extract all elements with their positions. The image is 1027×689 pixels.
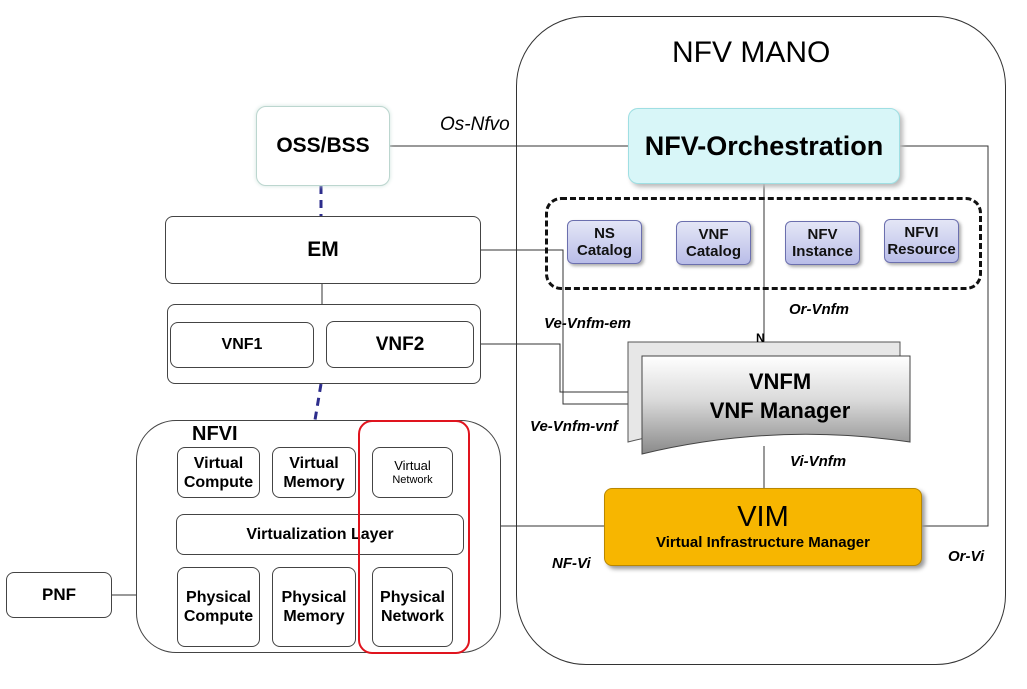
or-vi-label: Or-Vi	[948, 548, 985, 565]
ve-vnfm-vnf-line	[481, 343, 643, 393]
orchestration-label: NFV-Orchestration	[644, 130, 884, 161]
nf-vi-label: NF-Vi	[552, 555, 591, 572]
or-vi-line	[900, 145, 989, 527]
oss-bss-box: OSS/BSS	[256, 106, 390, 186]
vnfm-subtitle: VNF Manager	[709, 398, 851, 423]
virtualization-layer: Virtualization Layer	[176, 514, 464, 555]
vnf2-box: VNF2	[326, 321, 474, 368]
network-highlight	[358, 420, 470, 654]
vnfm-back-char: N	[756, 331, 765, 345]
vnf2-label: VNF2	[375, 333, 425, 355]
ve-vnfm-vnf-label: Ve-Vnfm-vnf	[530, 418, 618, 435]
vnfm-shape	[627, 341, 911, 455]
catalog-group	[545, 197, 982, 290]
mano-container	[516, 16, 1006, 665]
mano-title: NFV MANO	[672, 36, 831, 69]
ve-vnfm-em-label: Ve-Vnfm-em	[544, 315, 631, 332]
or-vnfm-label: Or-Vnfm	[789, 301, 849, 318]
vnfm-front-sheet	[641, 355, 911, 455]
pnf-box: PNF	[6, 572, 112, 618]
nfvi-title: NFVI	[192, 423, 238, 445]
ve-vnfm-em-line	[481, 249, 643, 405]
vnfm-title: VNFM	[748, 369, 812, 394]
orchestration-box: NFV-Orchestration	[628, 108, 900, 184]
vim-box: VIM Virtual Infrastructure Manager	[604, 488, 922, 566]
pnf-label: PNF	[42, 585, 76, 604]
oss-bss-label: OSS/BSS	[276, 134, 370, 157]
em-box: EM	[165, 216, 481, 284]
vnf-nfvi-link	[313, 383, 323, 421]
em-label: EM	[307, 238, 339, 261]
vnf1-box: VNF1	[170, 322, 314, 368]
vim-subtitle: Virtual Infrastructure Manager	[656, 534, 870, 551]
os-nfvo-label: Os-Nfvo	[440, 114, 510, 135]
vnf1-label: VNF1	[221, 336, 263, 353]
virtual-network: Virtual Network	[372, 447, 453, 498]
vi-vnfm-label: Vi-Vnfm	[790, 453, 847, 470]
vim-title: VIM	[737, 501, 789, 533]
